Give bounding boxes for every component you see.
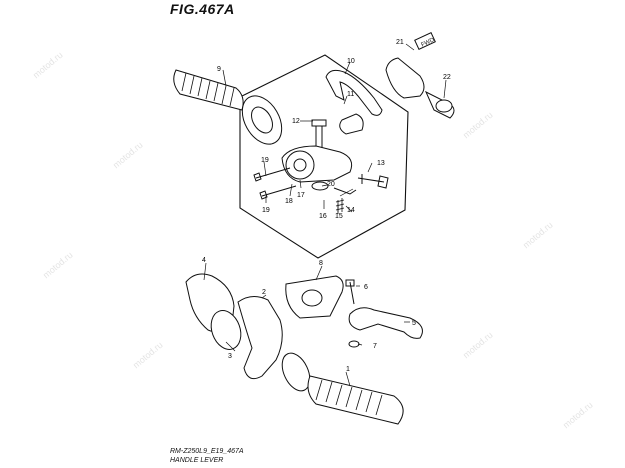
bolt-part bbox=[259, 185, 297, 200]
clutch-lever-part bbox=[325, 69, 383, 116]
brake-lever-part bbox=[348, 307, 423, 339]
figure-code: RM-Z250L9_E19_467A bbox=[170, 448, 244, 455]
callout-18: 18 bbox=[285, 198, 293, 205]
callout-11: 11 bbox=[347, 91, 354, 98]
figure-title: FIG.467A bbox=[170, 1, 235, 17]
callout-12: 12 bbox=[292, 118, 300, 125]
callout-17: 17 bbox=[297, 192, 305, 199]
callout-19-top: 19 bbox=[261, 157, 269, 164]
callout-15: 15 bbox=[335, 213, 343, 220]
holder-bore-part bbox=[301, 289, 323, 307]
callout-22: 22 bbox=[443, 74, 451, 81]
pin-part bbox=[333, 187, 357, 195]
figure-footer: RM-Z250L9_E19_467A HANDLE LEVER bbox=[170, 447, 244, 465]
callout-20: 20 bbox=[327, 181, 335, 188]
callout-8: 8 bbox=[319, 260, 323, 267]
callout-19-bottom: 19 bbox=[262, 207, 270, 214]
callout-21: 21 bbox=[396, 39, 404, 46]
brake-holder-part bbox=[285, 275, 344, 319]
callout-3: 3 bbox=[228, 353, 232, 360]
callout-16: 16 bbox=[319, 213, 327, 220]
callout-2: 2 bbox=[262, 289, 266, 296]
cable-switch-part bbox=[385, 32, 455, 119]
leader-lines bbox=[203, 43, 447, 387]
callout-13: 13 bbox=[377, 160, 385, 167]
callout-6: 6 bbox=[364, 284, 368, 291]
left-grip-part bbox=[173, 69, 283, 145]
figure-caption: HANDLE LEVER bbox=[170, 457, 224, 464]
callout-9: 9 bbox=[217, 66, 221, 73]
fwd-tag: FWD bbox=[420, 37, 436, 48]
adjuster-part bbox=[357, 174, 389, 189]
callout-10: 10 bbox=[347, 58, 355, 65]
lever-holder-part bbox=[281, 119, 353, 191]
callout-5: 5 bbox=[412, 320, 416, 327]
callout-1: 1 bbox=[346, 366, 350, 373]
callout-4: 4 bbox=[202, 257, 206, 264]
right-grip-part bbox=[281, 352, 404, 425]
callout-14: 14 bbox=[347, 207, 355, 214]
assembly-enclosure-outline bbox=[239, 54, 409, 259]
bolt-part bbox=[345, 279, 355, 305]
bolt-part bbox=[253, 167, 291, 182]
throttle-housing-part bbox=[237, 296, 283, 380]
lever-pivot-part bbox=[339, 113, 364, 135]
callout-7: 7 bbox=[373, 343, 377, 350]
